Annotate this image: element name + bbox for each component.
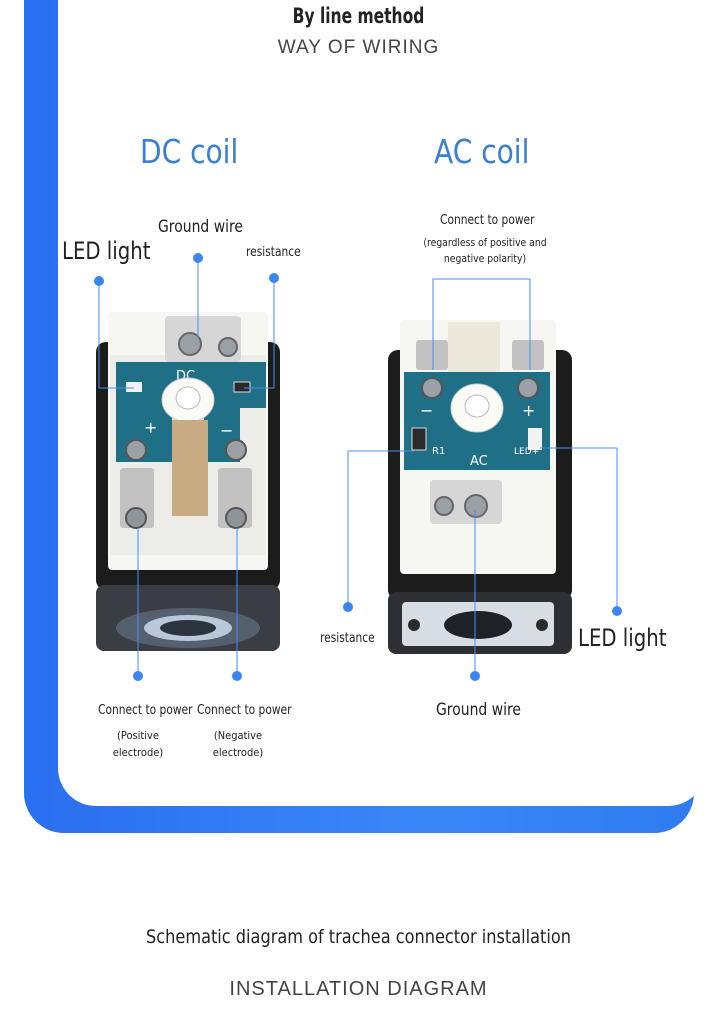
ac-coil-heading: AC coil [434, 132, 530, 171]
ac-leader-dots [343, 602, 622, 681]
installation-subcaption: INSTALLATION DIAGRAM [229, 978, 488, 1000]
ac-plus-mark: + [522, 401, 535, 420]
dc-plus-mark: + [144, 418, 157, 437]
dc-led-light-label: LED light [62, 237, 151, 265]
ac-ground-wire-label: Ground wire [436, 700, 521, 720]
section-title: By line method [292, 4, 425, 28]
dc-negative-note: (Negative electrode) [212, 729, 264, 759]
dc-resistance-label: resistance [246, 245, 301, 260]
dc-positive-power-label: Connect to power [98, 703, 193, 718]
dc-connector: DC + − [96, 312, 280, 651]
installation-caption: Schematic diagram of trachea connector i… [146, 926, 571, 948]
ac-resistance-label: resistance [320, 631, 375, 646]
ac-led-light-label: LED light [578, 624, 667, 652]
blue-frame [24, 0, 706, 833]
ac-connector: AC − + R1 LED+ [388, 320, 572, 654]
ac-led-mark: LED+ [514, 447, 539, 457]
dc-negative-power-label: Connect to power [197, 703, 292, 718]
ac-minus-mark: − [420, 401, 433, 420]
section-subtitle: WAY OF WIRING [277, 37, 440, 58]
ac-board-label: AC [470, 454, 488, 469]
dc-leader-lines [98, 258, 275, 676]
ac-power-note: (regardless of positive and negative pol… [423, 237, 547, 265]
ac-r1-mark: R1 [432, 446, 445, 457]
dc-ground-wire-label: Ground wire [158, 217, 243, 237]
dc-positive-note: (Positive electrode) [112, 729, 164, 759]
dc-minus-mark: − [220, 421, 233, 440]
dc-leader-dots [94, 253, 279, 681]
ac-leader-lines [347, 278, 618, 676]
dc-coil-heading: DC coil [140, 132, 239, 171]
ac-power-label: Connect to power [440, 213, 535, 228]
